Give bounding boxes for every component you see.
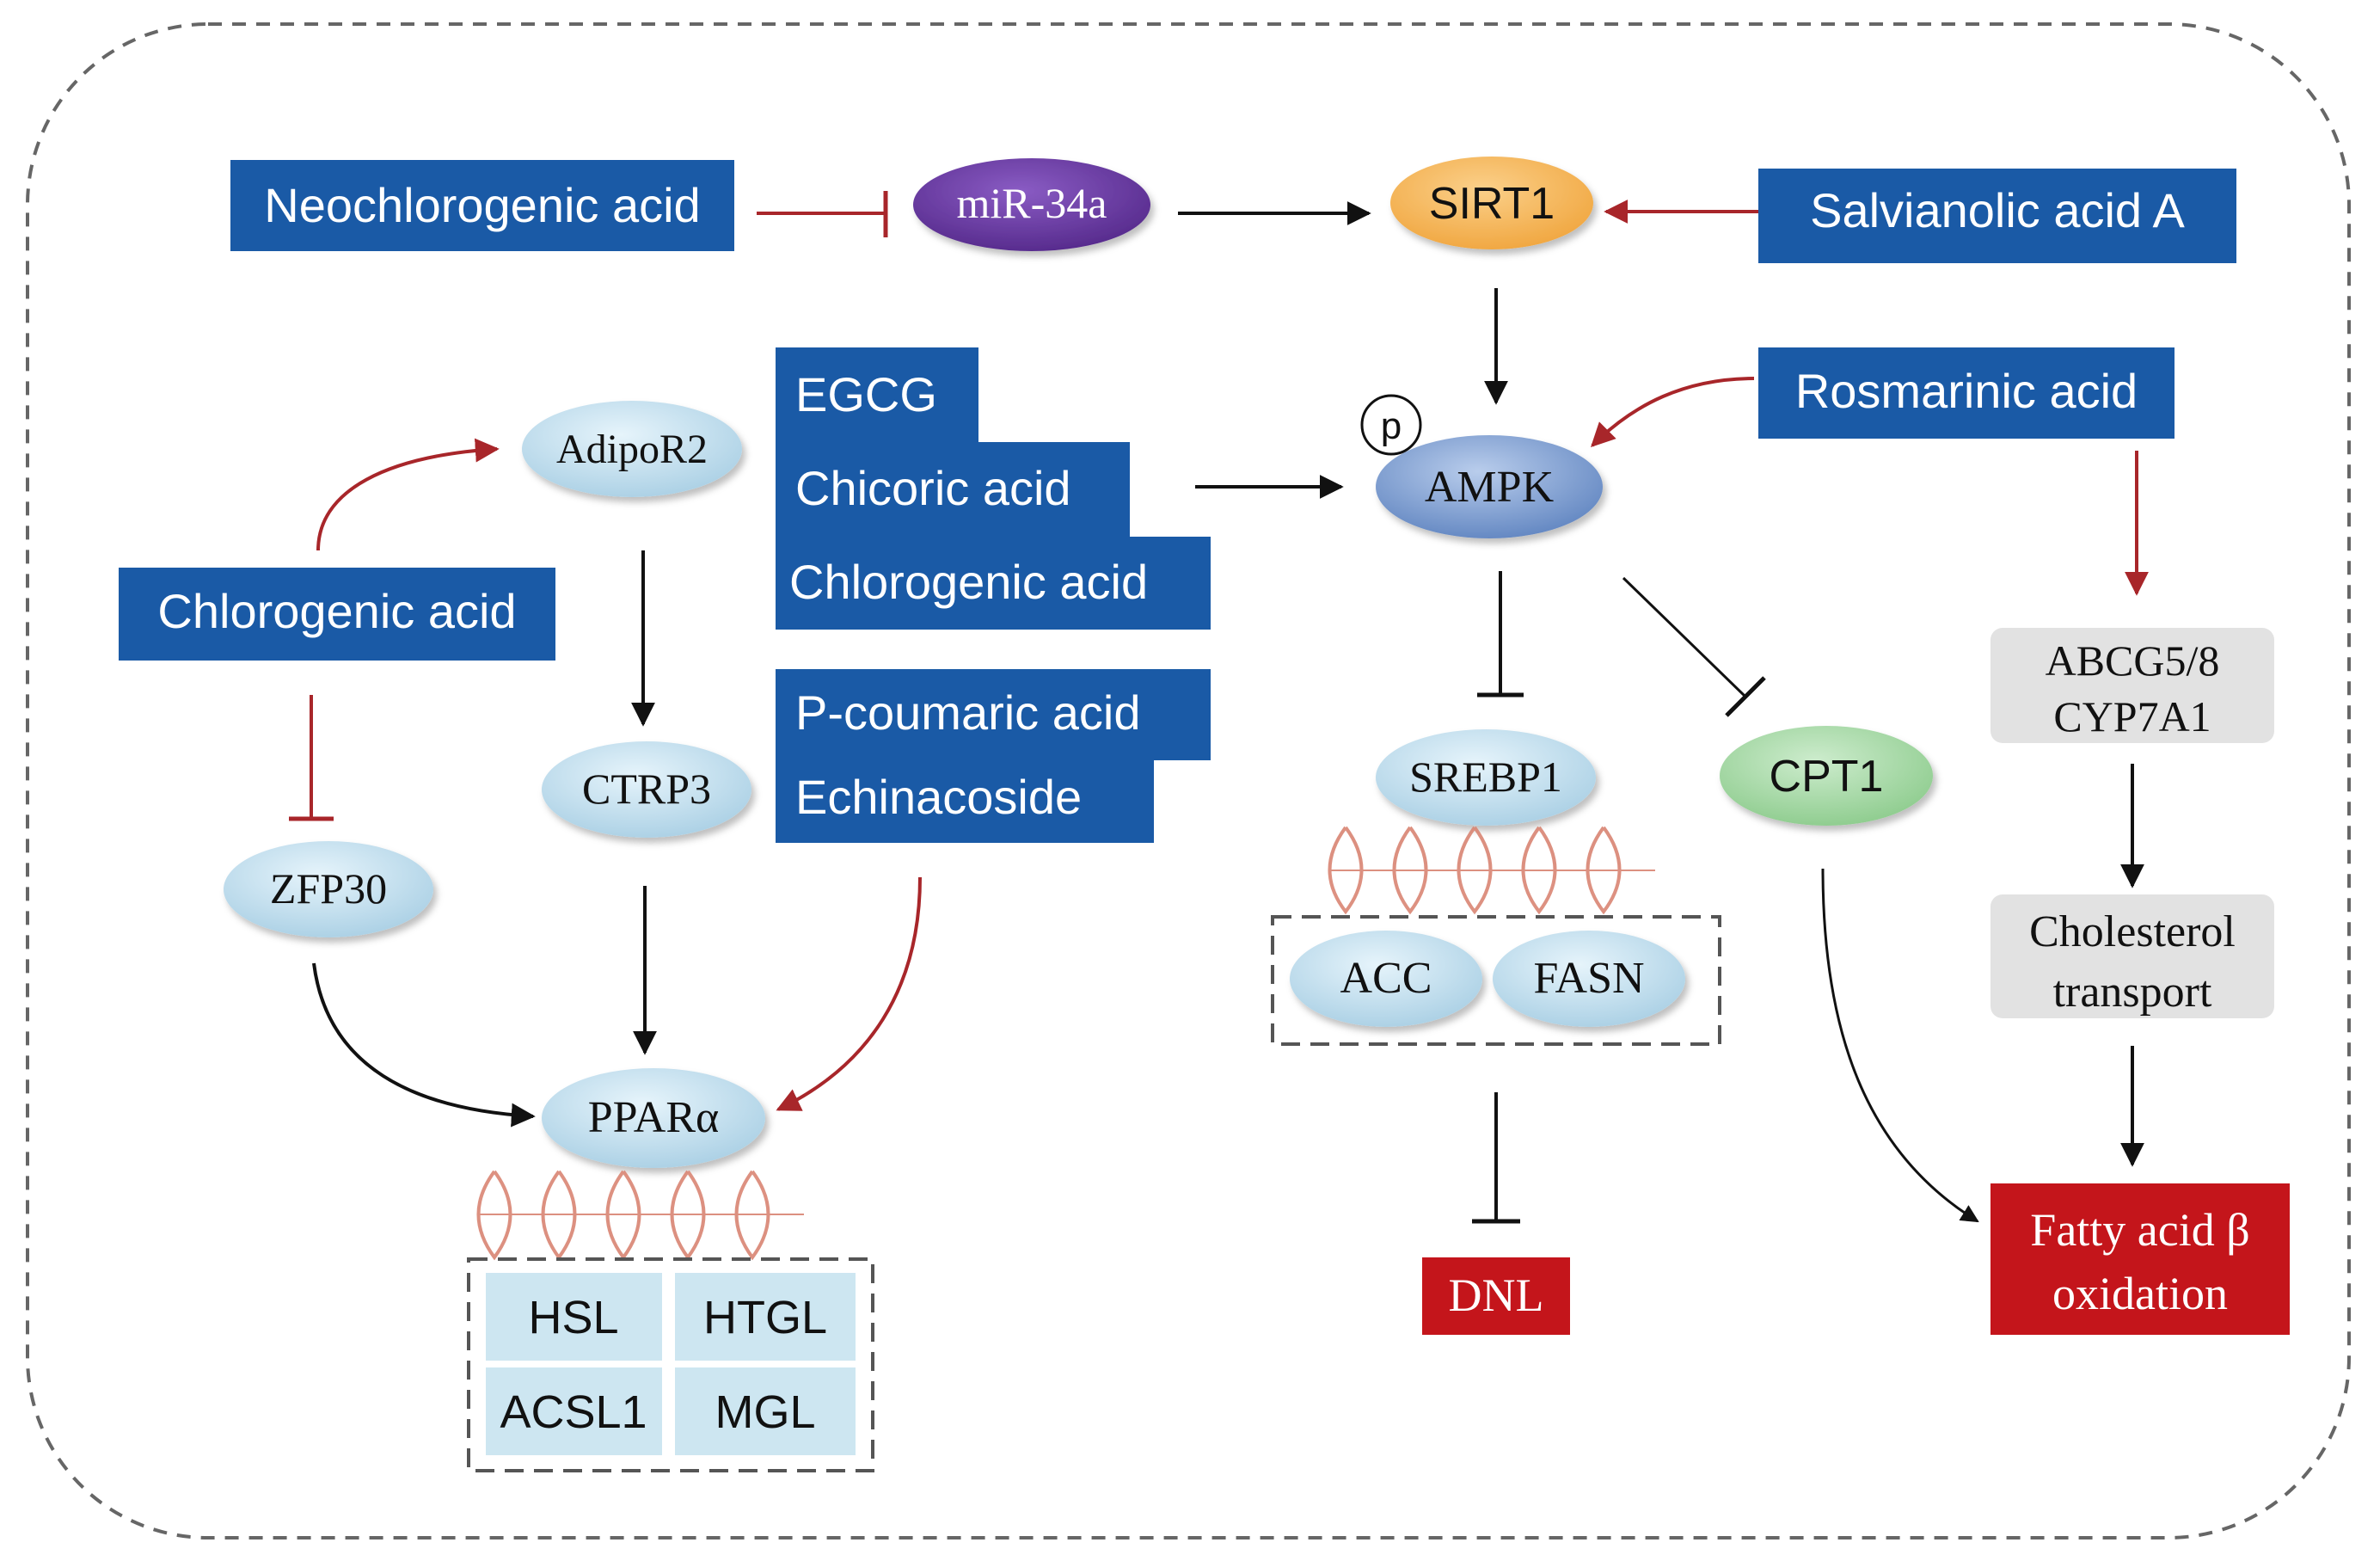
chicoric-acid-label: Chicoric acid [795, 461, 1071, 515]
arrow-zfp30-ppara [312, 962, 536, 1128]
mir34a-label: miR-34a [957, 179, 1107, 227]
mir34a-node [913, 158, 1150, 251]
srebp1-node [1376, 729, 1596, 826]
arrow-chlorogenic-adipor2 [316, 438, 500, 551]
ppara-label: PPARα [588, 1093, 720, 1142]
svg-text:p: p [1381, 405, 1402, 447]
gene-hsl: HSL [528, 1292, 618, 1343]
svg-text:Fatty acid β: Fatty acid β [2030, 1204, 2249, 1256]
svg-text:Rosmarinic acid: Rosmarinic acid [1795, 364, 2138, 418]
phospho-marker: p [1360, 394, 1422, 456]
svg-text:Neochlorogenic acid: Neochlorogenic acid [264, 178, 700, 232]
adipor2-label: AdipoR2 [556, 427, 708, 472]
svg-text:oxidation: oxidation [2052, 1268, 2228, 1319]
srebp1-label: SREBP1 [1409, 753, 1562, 801]
zfp30-node [224, 841, 433, 937]
acc-label: ACC [1340, 954, 1432, 1003]
svg-text:transport: transport [2053, 968, 2212, 1017]
adipor2-node [522, 401, 742, 497]
chlorogenic-acid-center-label: Chlorogenic acid [789, 555, 1148, 609]
neochlorogenic-acid-box: Neochlorogenic acid [230, 160, 734, 251]
inhibit-ampk-srebp1 [1477, 571, 1524, 698]
ctrp3-node [542, 741, 751, 838]
center-compound-stack: EGCG Chicoric acid Chlorogenic acid [776, 347, 1211, 630]
ppara-gene-grid: HSL HTGL ACSL1 MGL [486, 1273, 856, 1455]
arrow-cpt1-fatty-acid [1821, 868, 1979, 1223]
svg-text:CYP7A1: CYP7A1 [2053, 692, 2211, 741]
cpt1-node [1720, 726, 1933, 826]
svg-text:DNL: DNL [1449, 1269, 1544, 1321]
fasn-label: FASN [1533, 954, 1644, 1003]
pcoumaric-echinacoside-stack: P-coumaric acid Echinacoside [776, 669, 1211, 843]
ampk-label: AMPK [1425, 463, 1555, 512]
chlorogenic-acid-left-box: Chlorogenic acid [119, 568, 555, 661]
svg-text:ABCG5/8: ABCG5/8 [2046, 636, 2220, 685]
sirt1-label: SIRT1 [1429, 179, 1555, 229]
outer-frame [26, 22, 2351, 1539]
ppara-gene-frame [467, 1257, 874, 1472]
abcg-cyp-box: ABCG5/8 CYP7A1 [1990, 628, 2274, 743]
gene-acsl1: ACSL1 [500, 1386, 647, 1438]
acc-node [1290, 931, 1482, 1027]
srebp1-gene-frame [1271, 915, 1721, 1046]
inhibit-chlorogenic-zfp30 [289, 695, 334, 821]
gene-mgl: MGL [715, 1386, 815, 1438]
dna-helix-ppara [476, 1170, 804, 1261]
fatty-acid-oxidation-box: Fatty acid β oxidation [1990, 1183, 2290, 1335]
fasn-node [1493, 931, 1685, 1027]
zfp30-label: ZFP30 [270, 864, 387, 913]
cholesterol-transport-box: Cholesterol transport [1990, 894, 2274, 1018]
ctrp3-label: CTRP3 [582, 765, 711, 813]
salvianolic-acid-a-box: Salvianolic acid A [1758, 169, 2236, 263]
rosmarinic-acid-box: Rosmarinic acid [1758, 347, 2175, 439]
sirt1-node [1390, 157, 1593, 249]
svg-text:Chlorogenic acid: Chlorogenic acid [157, 584, 516, 638]
inhibit-neochlorogenic-mir34a [757, 191, 888, 237]
arrow-rosmarinic-ampk [1591, 377, 1755, 447]
echinacoside-label: Echinacoside [795, 770, 1082, 824]
ampk-node [1376, 435, 1603, 538]
gene-htgl: HTGL [703, 1292, 827, 1343]
egcg-label: EGCG [795, 367, 937, 421]
svg-text:Salvianolic acid A: Salvianolic acid A [1810, 183, 2185, 237]
inhibit-to-dnl [1472, 1092, 1520, 1224]
cpt1-label: CPT1 [1770, 752, 1884, 802]
p-coumaric-acid-label: P-coumaric acid [795, 685, 1140, 740]
ppara-node [542, 1068, 765, 1168]
dnl-outcome-box: DNL [1422, 1257, 1570, 1335]
dna-helix-srebp1 [1328, 826, 1655, 915]
arrow-pcoumaric-ppara [776, 876, 922, 1111]
inhibit-ampk-cpt1 [1622, 576, 1766, 717]
svg-text:Cholesterol: Cholesterol [2029, 907, 2236, 956]
